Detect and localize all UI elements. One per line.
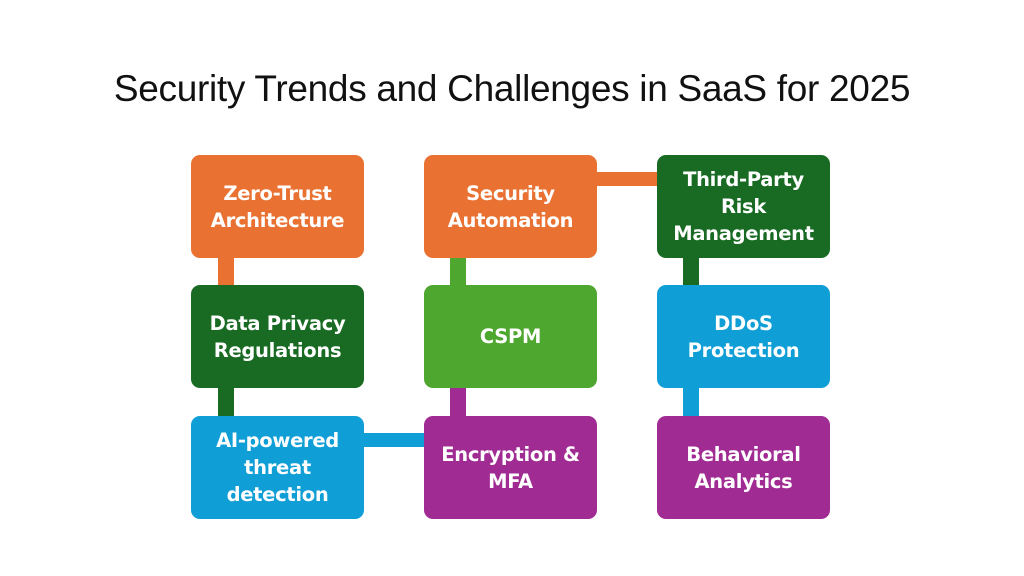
node-zero-trust: Zero-Trust Architecture [191, 155, 364, 258]
node-label: CSPM [479, 325, 542, 348]
node-data-privacy: Data Privacy Regulations [191, 285, 364, 388]
node-encryption-mfa: Encryption & MFA [424, 416, 597, 519]
node-label: Third-Party Risk Management [673, 168, 814, 245]
node-ai-threat-detection: AI-powered threat detection [191, 416, 364, 519]
node-behavioral-analytics: Behavioral Analytics [657, 416, 830, 519]
connector-cspm-to-security-automation [450, 257, 466, 285]
node-cspm: CSPM [424, 285, 597, 388]
node-label: Data Privacy Regulations [209, 311, 346, 362]
connector-data-privacy-to-ai-threat [218, 388, 234, 416]
node-label: Behavioral Analytics [686, 442, 801, 493]
node-ddos-protection: DDoS Protection [657, 285, 830, 388]
node-label: AI-powered threat detection [216, 429, 339, 506]
diagram-title: Security Trends and Challenges in SaaS f… [113, 68, 911, 109]
connector-security-automation-to-third-party [597, 172, 657, 186]
connector-third-party-to-ddos [683, 257, 699, 285]
connector-zero-trust-to-data-privacy [218, 257, 234, 285]
connector-encryption-to-cspm [450, 388, 466, 416]
connector-ai-threat-to-encryption [364, 433, 424, 447]
node-third-party-risk: Third-Party Risk Management [657, 155, 830, 258]
connector-ddos-to-behavioral [683, 388, 699, 416]
node-security-automation: Security Automation [424, 155, 597, 258]
node-label: DDoS Protection [687, 311, 800, 362]
node-label: Encryption & MFA [441, 442, 580, 493]
node-label: Zero-Trust Architecture [210, 181, 345, 232]
node-label: Security Automation [447, 181, 574, 232]
